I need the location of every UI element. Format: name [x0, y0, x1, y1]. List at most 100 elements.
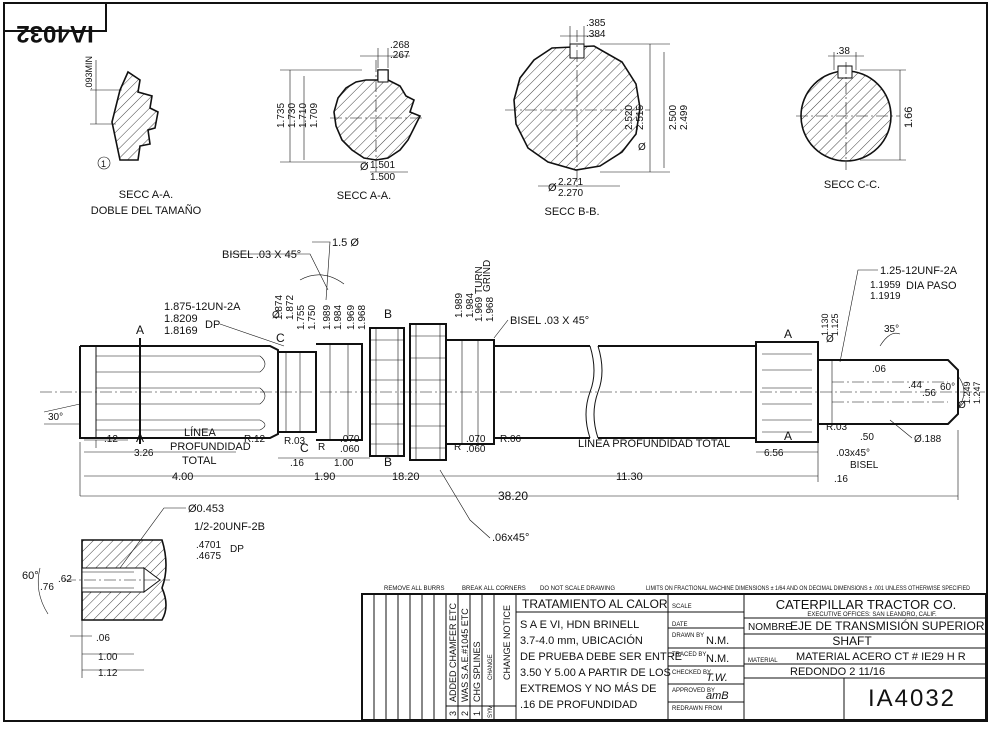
dim-a-d3: 1.710	[298, 103, 309, 128]
r03b: R.03	[826, 422, 848, 433]
svg-text:Ø: Ø	[826, 334, 834, 345]
ang30: 30°	[48, 412, 63, 423]
tb-drawn-by: DRAWN BY	[672, 633, 704, 639]
note-remove-burrs: REMOVE ALL BURRS	[384, 586, 444, 592]
thread-right-3: 1.1919	[870, 291, 901, 302]
sec-a-top-left: A	[136, 323, 144, 337]
label-doble-tamano: DOBLE DEL TAMAÑO	[91, 204, 202, 217]
detail-dp2: .4675	[196, 551, 221, 562]
turn: TURN	[474, 266, 485, 294]
svg-text:Ø: Ø	[548, 182, 557, 194]
dim400: 4.00	[172, 471, 193, 483]
dim1130: 11.30	[616, 471, 643, 483]
detail-dp: DP	[230, 544, 244, 555]
detail-d453: Ø0.453	[188, 503, 224, 515]
heat-line-6: .16 DE PROFUNDIDAD	[520, 699, 637, 711]
dim3820: 38.20	[498, 489, 528, 503]
dim-b-d2: 2.515	[635, 105, 646, 130]
dim-a-b2: 1.500	[370, 172, 395, 183]
d1989: 1.989	[322, 305, 333, 330]
heat-line-5: EXTREMOS Y NO MÁS DE	[520, 682, 657, 695]
dim-a-d1: 1.735	[276, 103, 287, 128]
label-secc-aa: SECC A-A.	[337, 190, 391, 202]
dim-b-w2: .384	[586, 29, 606, 40]
linea-total: LÍNEA PROFUNDIDAD TOTAL	[578, 437, 730, 450]
dim12: .12	[104, 434, 118, 445]
section-c: .38 1.66 SECC C-C.	[796, 46, 915, 191]
tb-number: IA4032	[868, 685, 956, 712]
dim100: 1.00	[334, 458, 354, 469]
dim-093min: .093MIN	[84, 56, 94, 90]
dim-b-d3: 2.500	[668, 105, 679, 130]
tb-redondo: REDONDO 2 11/16	[790, 666, 885, 678]
detail-thread: 1/2-20UNF-2B	[194, 521, 265, 533]
tb-material: MATERIAL ACERO CT # IE29 H R	[796, 651, 966, 663]
dim-a-w2: .267	[390, 50, 410, 61]
bisel03: .03x45°	[836, 448, 870, 459]
rev-1-text: CHG SPLINES	[472, 641, 482, 702]
r-label-2: R	[454, 442, 461, 453]
tb-date: DATE	[672, 622, 688, 628]
rev-3-text: ADDED CHAMFER ETC	[448, 602, 458, 702]
mirrored-number: IA4032	[16, 20, 93, 47]
detail-d100: 1.00	[98, 652, 118, 663]
svg-text:Ø: Ø	[958, 400, 966, 411]
tb-approved-by: APPROVED BY	[672, 688, 715, 694]
detail-d62: .62	[58, 574, 72, 585]
r060: .060	[340, 444, 360, 455]
dim-c-w: .38	[836, 46, 850, 57]
d1249: 1.249	[962, 381, 972, 404]
dim656: 6.56	[764, 448, 784, 459]
thread-right-1: 1.25-12UNF-2A	[880, 265, 958, 277]
shaft-view: BISEL .03 X 45° 1.5 Ø 1.875-12UN-2A 1.82…	[40, 237, 985, 544]
tb-traced-by: TRACED BY	[672, 652, 706, 658]
bisel-left: BISEL .03 X 45°	[222, 249, 301, 261]
sym-col: SYM	[488, 705, 494, 718]
grind2: 1.968	[485, 297, 496, 322]
dim16b: .16	[834, 474, 848, 485]
dim190: 1.90	[314, 471, 335, 483]
note-limits: LIMITS ON FRACTIONAL MACHINE DIMENSIONS …	[646, 586, 971, 592]
d06-right: .06	[872, 364, 886, 375]
d44: .44	[908, 380, 922, 391]
note-break-corners: BREAK ALL CORNERS	[462, 586, 526, 592]
linea-left-1: LÍNEA	[184, 426, 216, 439]
sec-b-top: B	[384, 307, 392, 321]
tb-nombre: EJE DE TRANSMISIÓN SUPERIOR	[790, 618, 985, 633]
section-a: .268 .267 1.735 1.730 1.710 1.709 Ø 1.50…	[276, 40, 425, 202]
dim-a-b1: 1.501	[370, 160, 395, 171]
dim-a-w1: .268	[390, 40, 410, 51]
thread-left-1: 1.875-12UN-2A	[164, 301, 241, 313]
note-1: 1	[101, 159, 106, 169]
rev-3-num: 3	[448, 711, 458, 716]
change-col: CHANGE	[488, 654, 494, 680]
bisel-mid: BISEL .03 X 45°	[510, 315, 589, 327]
d188: Ø.188	[914, 434, 942, 445]
r070b: .070	[466, 434, 486, 445]
sec-b-bottom: B	[384, 455, 392, 469]
tb-company-sub: EXECUTIVE OFFICES: SAN LEANDRO, CALIF.	[807, 612, 937, 618]
dia-15: 1.5 Ø	[332, 237, 359, 249]
thread-right-2: 1.1959	[870, 280, 901, 291]
heat-line-1: S A E VI, HDN BRINELL	[520, 619, 639, 631]
title-block: 3 ADDED CHAMFER ETC 2 WAS S.A.E.#1045 ET…	[361, 593, 987, 721]
grind1: 1.969	[474, 297, 485, 322]
rev-2-num: 2	[460, 711, 470, 716]
dim-b-w1: .385	[586, 18, 606, 29]
thread-left-3: 1.8169	[164, 325, 198, 337]
dim-b-b2: 2.270	[558, 188, 583, 199]
heat-line-3: DE PRUEBA DEBE SER ENTRE	[520, 651, 682, 663]
tb-checked-val: T.W.	[706, 672, 728, 684]
d1125: 1.125	[830, 313, 840, 336]
ang35: 35°	[884, 324, 899, 335]
rev-1-num: 1	[472, 711, 482, 716]
detail-tapped-hole: Ø0.453 1/2-20UNF-2B .4701 .4675 DP 60° .…	[22, 503, 265, 679]
d1872: 1.872	[285, 295, 296, 320]
detail-ang60: 60°	[22, 570, 39, 582]
tb-approved-val: amB	[706, 690, 729, 702]
d1984: 1.984	[333, 305, 344, 330]
tb-scale: SCALE	[672, 604, 692, 610]
heat-title: TRATAMIENTO AL CALOR	[522, 597, 668, 611]
r12: R.12	[244, 434, 266, 445]
